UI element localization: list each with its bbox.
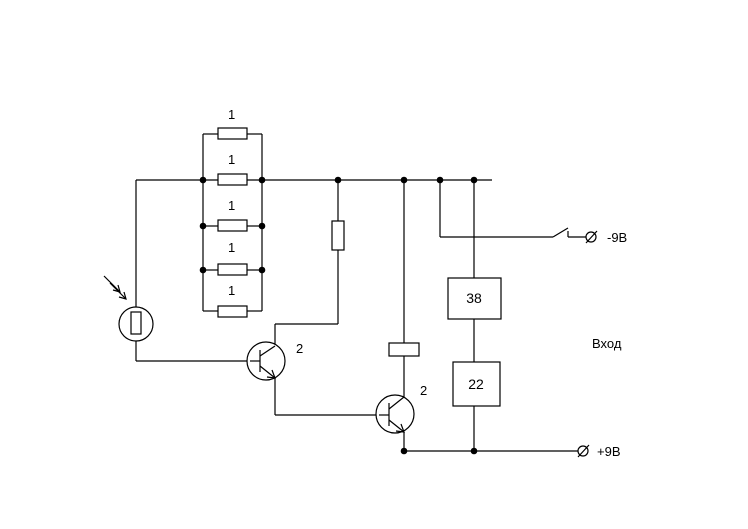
block-38-label: 38 [466,290,482,306]
terminal-positive-icon [577,444,590,458]
resistor-2 [217,173,248,186]
transistor-t1 [246,341,286,381]
block-22 [452,361,501,407]
junction-dots [199,176,478,455]
resistor-1 [217,127,248,140]
resistor-3 [217,219,248,232]
resistor-2-label: 1 [228,152,235,167]
light-arrows-icon [103,275,127,300]
transistor-t2-label: 2 [420,383,427,398]
resistor-4-label: 1 [228,240,235,255]
resistor-5-label: 1 [228,283,235,298]
resistor-1-label: 1 [228,107,235,122]
relay-coil [388,342,420,357]
resistor-5 [217,305,248,318]
block-38 [447,277,502,320]
block-22-label: 22 [468,376,484,392]
collector-resistor [331,220,345,251]
resistor-4 [217,263,248,276]
input-label: Вход [592,336,622,351]
transistor-t2 [375,394,415,434]
terminal-negative-label: -9В [607,230,627,245]
terminal-positive-label: +9В [597,444,621,459]
transistor-t1-label: 2 [296,341,303,356]
photoresistor [118,306,154,342]
terminal-negative-icon [585,230,598,244]
resistor-3-label: 1 [228,198,235,213]
